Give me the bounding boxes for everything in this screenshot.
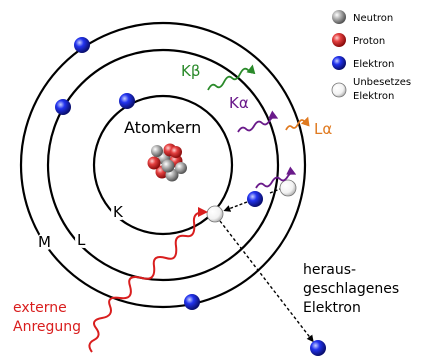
external-excitation-photon	[88, 207, 208, 353]
photon-k-alpha-upper	[237, 110, 279, 133]
shell-label-m: M	[38, 233, 51, 251]
ejected-label-line1: heraus-	[303, 262, 356, 278]
legend: Neutron Proton Elektron Unbesetzes Elekt…	[331, 10, 411, 102]
legend-electron-swatch	[332, 56, 346, 70]
label-l-alpha: Lα	[314, 120, 332, 138]
shell-l	[46, 48, 280, 282]
shell-label-m-group: M	[37, 232, 55, 251]
photon-k-alpha-lower	[255, 166, 297, 189]
ejection-path	[219, 220, 314, 343]
electron-m1	[74, 37, 90, 53]
transition-m-to-l	[269, 188, 281, 194]
nucleus-label: Atomkern	[124, 118, 201, 137]
legend-neutron-swatch	[332, 10, 346, 24]
electron-m2	[184, 294, 200, 310]
photon-l-alpha	[285, 116, 310, 131]
electron-k1	[119, 93, 135, 109]
vacancy-l	[279, 179, 297, 197]
ejected-electron	[310, 340, 326, 356]
shell-label-k: K	[113, 203, 124, 221]
shell-k	[92, 94, 234, 236]
transition-l-to-k	[223, 201, 248, 212]
shell-label-l-group: L	[75, 230, 93, 249]
shell-m	[19, 21, 307, 309]
ejected-label-line2: geschlagenes	[303, 281, 399, 297]
shell-label-k-group: K	[111, 202, 129, 221]
legend-vacancy-label-line2: Elektron	[353, 91, 394, 102]
legend-proton-swatch	[332, 33, 346, 47]
excitation-label-line2: Anregung	[13, 319, 81, 335]
legend-electron-label: Elektron	[353, 59, 394, 70]
label-k-beta: Kβ	[181, 62, 200, 80]
legend-vacancy-label-line1: Unbesetzes	[353, 77, 411, 88]
excitation-label-line1: externe	[13, 300, 67, 316]
ejected-label-line3: Elektron	[303, 300, 361, 316]
label-k-alpha: Kα	[229, 94, 249, 112]
electron-l1	[55, 99, 71, 115]
photon-k-beta	[207, 64, 256, 91]
electron-l2	[247, 191, 263, 207]
nucleus	[147, 143, 187, 182]
shell-label-l: L	[77, 231, 86, 249]
vacancy-k	[206, 205, 224, 223]
legend-neutron-label: Neutron	[353, 13, 393, 24]
legend-proton-label: Proton	[353, 36, 385, 47]
legend-vacancy-swatch	[331, 82, 347, 98]
